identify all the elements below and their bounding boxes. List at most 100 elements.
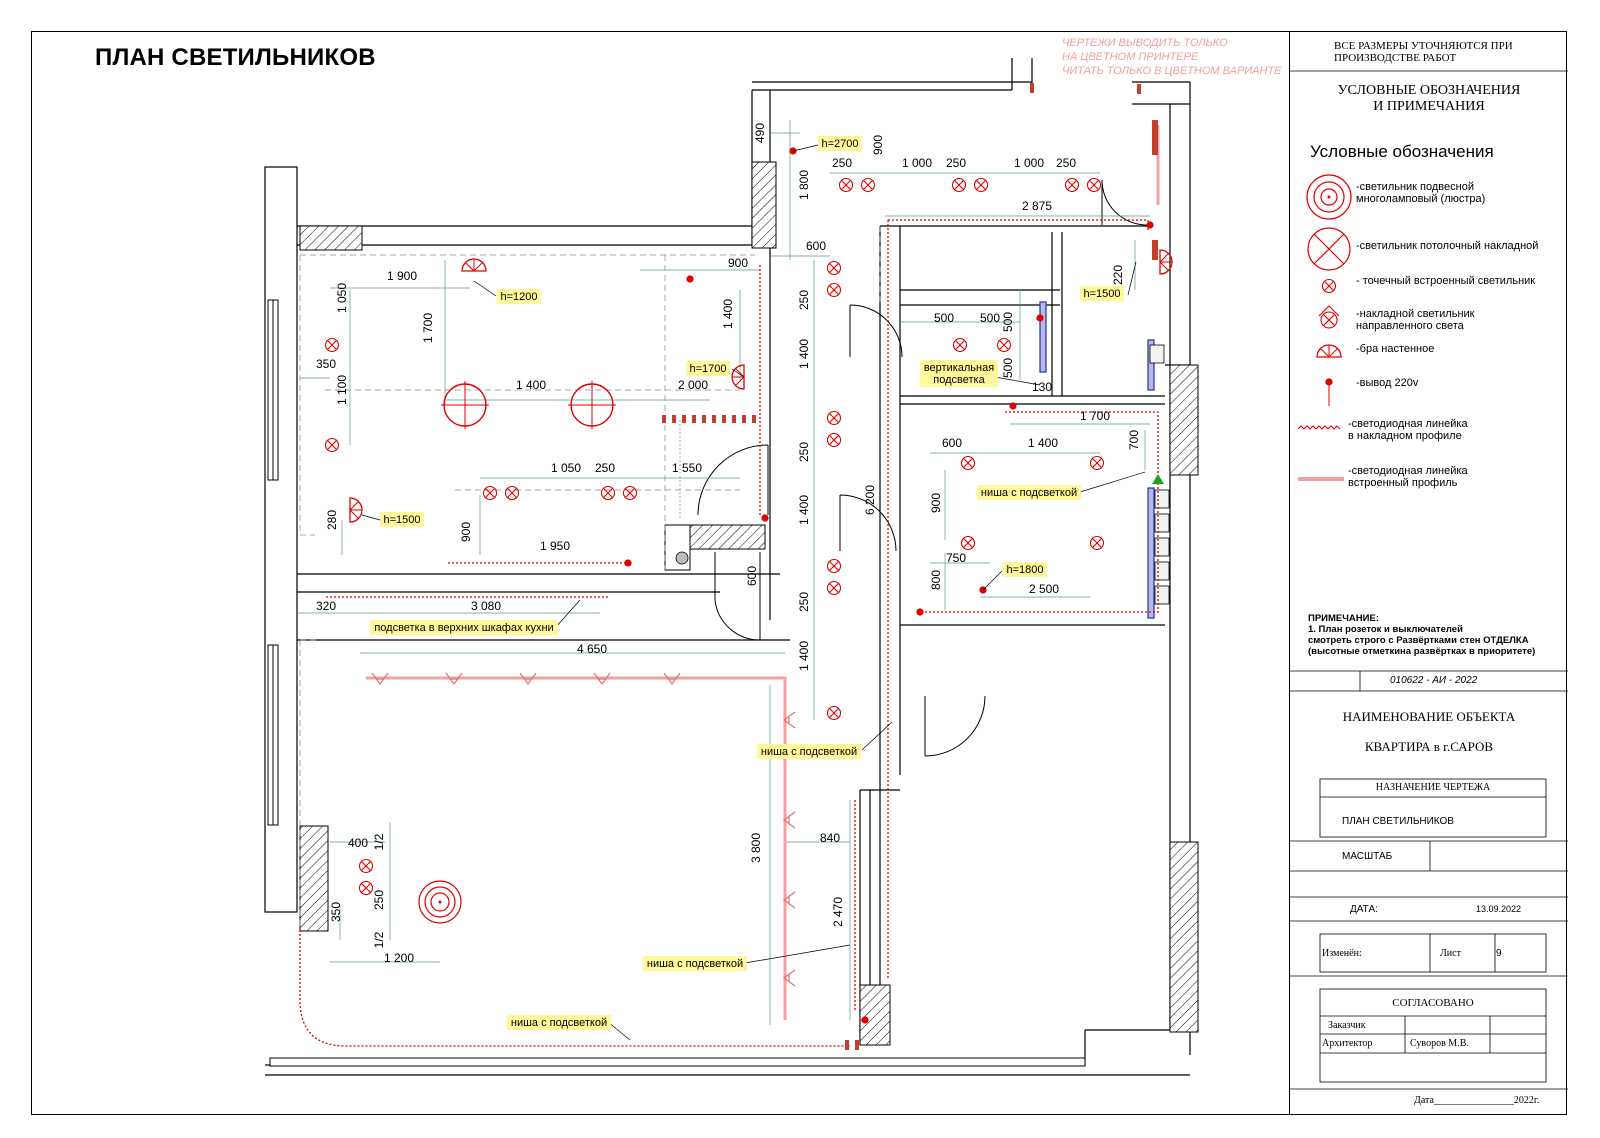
dimension-label: 1 400 xyxy=(797,495,811,525)
legend-item-led-built-in: -светодиодная линейка встроенный профиль xyxy=(1348,465,1468,489)
scale-label: МАСШТАБ xyxy=(1342,851,1393,862)
dimension-label: 1 400 xyxy=(797,339,811,369)
dimension-label: 250 xyxy=(1056,156,1076,170)
dimension-label: 3 800 xyxy=(749,833,763,863)
doors xyxy=(664,179,1148,757)
title-block-grid xyxy=(1290,70,1568,1090)
switch-marker-icon xyxy=(1152,474,1164,484)
legend-text: -накладной светильник xyxy=(1356,308,1475,320)
annotation-tag: ниша с подсветкой xyxy=(511,1017,607,1029)
legend-item-directional-lamp: -накладной светильник направленного свет… xyxy=(1356,308,1474,332)
annotation-tag: h=1500 xyxy=(383,514,420,526)
led-built-in-icon xyxy=(1298,477,1344,481)
object-label: НАИМЕНОВАНИЕ ОБЪЕКТА xyxy=(1342,709,1516,724)
dimension-label: 130 xyxy=(1032,380,1052,394)
dimension-label: 250 xyxy=(595,461,615,475)
dimension-label: 2 500 xyxy=(1029,582,1059,596)
chandelier-icon xyxy=(1306,174,1352,220)
annotation-tags: h=2700h=1200h=1700h=1500h=1500h=1800верт… xyxy=(370,136,1124,1030)
remarks-line: (высотные отметкина развёртках в приорит… xyxy=(1308,646,1536,657)
legend-text: -светодиодная линейка xyxy=(1348,418,1468,430)
dimension-label: 900 xyxy=(871,135,885,155)
date-value: 13.09.2022 xyxy=(1476,904,1522,914)
blue-partitions xyxy=(1039,301,1155,619)
dimension-label: 1 800 xyxy=(797,170,811,200)
page-title: ПЛАН СВЕТИЛЬНИКОВ xyxy=(95,44,376,71)
customer-label: Заказчик xyxy=(1328,1020,1366,1031)
dimension-label: 600 xyxy=(942,436,962,450)
date-label: ДАТА: xyxy=(1350,904,1378,915)
dimension-label: 700 xyxy=(1127,430,1141,450)
leader-lines xyxy=(361,144,1146,1041)
dimension-label: 250 xyxy=(372,890,386,910)
chandelier-icon xyxy=(418,880,462,924)
legend-text: -вывод 220v xyxy=(1356,377,1419,389)
dimension-label: 280 xyxy=(325,510,339,530)
legend-text: - точечный встроенный светильник xyxy=(1356,275,1536,287)
dimension-label: 250 xyxy=(797,442,811,462)
spot-lamp-icon xyxy=(1321,278,1337,294)
dimension-label: 350 xyxy=(329,902,343,922)
legend-text: многоламповый (люстра) xyxy=(1356,193,1486,205)
legend-text: -светильник подвесной xyxy=(1356,181,1474,193)
dimension-label: 490 xyxy=(753,123,767,143)
remarks-line: 1. План розеток и выключателей xyxy=(1308,624,1463,635)
purpose-value: ПЛАН СВЕТИЛЬНИКОВ xyxy=(1342,816,1454,827)
legend-text: -светодиодная линейка xyxy=(1348,465,1468,477)
dimension-label: 1 200 xyxy=(384,951,414,965)
annotation-tag: ниша с подсветкой xyxy=(761,746,857,758)
led-strips xyxy=(299,219,1159,1047)
dimension-label: 250 xyxy=(797,592,811,612)
tag-background xyxy=(1080,286,1124,301)
legend-item-spot-lamp: - точечный встроенный светильник xyxy=(1356,275,1535,287)
approved-label: СОГЛАСОВАНО xyxy=(1392,997,1474,1009)
tag-background xyxy=(497,289,541,304)
section-title-line: УСЛОВНЫЕ ОБОЗНАЧЕНИЯ xyxy=(1337,83,1521,98)
dimension-label: 840 xyxy=(820,831,840,845)
dimension-label: 1 400 xyxy=(797,641,811,671)
dimension-label: 1 700 xyxy=(421,313,435,343)
dimension-label: 350 xyxy=(316,357,336,371)
structural-columns xyxy=(299,161,1199,1046)
print-warning-line: ЧИТАТЬ ТОЛЬКО В ЦВЕТНОМ ВАРИАНТЕ xyxy=(1062,65,1282,77)
annotation-tag: h=1200 xyxy=(500,291,537,303)
dimension-label: 2 470 xyxy=(831,897,845,927)
changed-label: Изменён: xyxy=(1322,948,1362,959)
ceiling-zones xyxy=(299,226,881,930)
tag-background xyxy=(818,136,862,151)
tag-background xyxy=(920,360,998,387)
dimension-label: 900 xyxy=(728,256,748,270)
sheet-frame xyxy=(31,31,1567,1115)
dimension-label: 320 xyxy=(316,599,336,613)
legend-item-wall-sconce: -бра настенное xyxy=(1356,343,1434,355)
dimension-label: 250 xyxy=(797,290,811,310)
legend-item-ceiling-lamp: -светильник потолочный накладной xyxy=(1356,240,1538,252)
kitchen-panels xyxy=(662,83,1158,1050)
print-warning-line: ЧЕРТЕЖИ ВЫВОДИТЬ ТОЛЬКО xyxy=(1062,37,1228,49)
note-line: ВСЕ РАЗМЕРЫ УТОЧНЯЮТСЯ ПРИ xyxy=(1334,40,1513,52)
wall-sconce-icon xyxy=(1316,344,1342,358)
dimension-label: 1 900 xyxy=(387,269,417,283)
dimension-label: 3 080 xyxy=(471,599,501,613)
dimension-label: 500 xyxy=(1001,358,1015,378)
tag-background xyxy=(1003,562,1047,577)
dimension-label: 900 xyxy=(929,493,943,513)
dimension-label: 600 xyxy=(806,239,826,253)
dimension-label: 6 200 xyxy=(863,485,877,515)
annotation-tag: ниша с подсветкой xyxy=(647,958,743,970)
sheet-label: Лист xyxy=(1440,948,1461,959)
architect-label: Архитектор xyxy=(1322,1038,1373,1049)
annotation-tag: h=1700 xyxy=(689,363,726,375)
section-title: УСЛОВНЫЕ ОБОЗНАЧЕНИЯ И ПРИМЕЧАНИЯ xyxy=(1290,83,1568,115)
remarks-line: смотреть строго с Развёртками стен ОТДЕЛ… xyxy=(1308,635,1529,646)
print-warning: ЧЕРТЕЖИ ВЫВОДИТЬ ТОЛЬКО НА ЦВЕТНОМ ПРИНТ… xyxy=(1062,36,1282,78)
legend-title: Условные обозначения xyxy=(1310,142,1494,161)
sheet-value: 9 xyxy=(1496,948,1502,959)
dimension-label: 1 000 xyxy=(902,156,932,170)
led-surface-icon xyxy=(1297,425,1341,430)
power-outlet-icon xyxy=(1325,378,1333,406)
legend-item-power-outlet: -вывод 220v xyxy=(1356,377,1418,389)
dimension-label: 500 xyxy=(1001,312,1015,332)
